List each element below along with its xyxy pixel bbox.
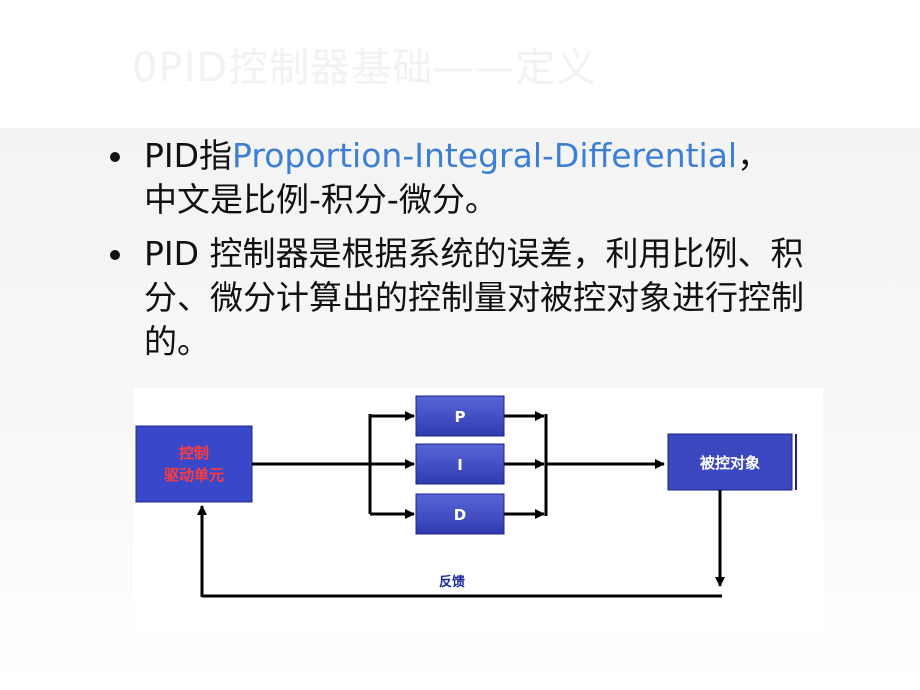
p-label: P [455, 408, 466, 426]
bullet-list: PID指Proportion-Integral-Differential， 中文是… [106, 134, 846, 374]
i-block [415, 443, 505, 485]
pid-block-diagram: 控制 驱动单元 P I D 被控对象 反馈 [134, 388, 823, 630]
i-label: I [457, 456, 463, 474]
title-bar [0, 0, 920, 128]
feedback-label: 反馈 [439, 574, 465, 590]
d-label: D [454, 506, 466, 524]
controller-label-line2: 驱动单元 [164, 466, 224, 484]
p-block [415, 395, 505, 437]
bullet1-suffix: ， [737, 136, 771, 175]
bullet-item-description: PID 控制器是根据系统的误差，利用比例、积分、微分计算出的控制量对被控对象进行… [106, 232, 846, 364]
controller-label-line1: 控制 [179, 444, 209, 462]
slide-title: 0PID控制器基础——定义 [132, 45, 598, 91]
bullet1-line2: 中文是比例-积分-微分。 [144, 180, 498, 219]
bullet1-prefix: PID指 [144, 136, 233, 175]
plant-block [667, 433, 793, 491]
plant-label: 被控对象 [700, 454, 760, 472]
bullet1-term: Proportion-Integral-Differential [232, 136, 738, 175]
pid-diagram-svg: 控制 驱动单元 P I D 被控对象 反馈 [135, 395, 797, 598]
bullet2-text: PID 控制器是根据系统的误差，利用比例、积分、微分计算出的控制量对被控对象进行… [144, 234, 804, 361]
controller-block [135, 425, 253, 503]
bullet-item-definition: PID指Proportion-Integral-Differential， 中文是… [106, 134, 846, 222]
